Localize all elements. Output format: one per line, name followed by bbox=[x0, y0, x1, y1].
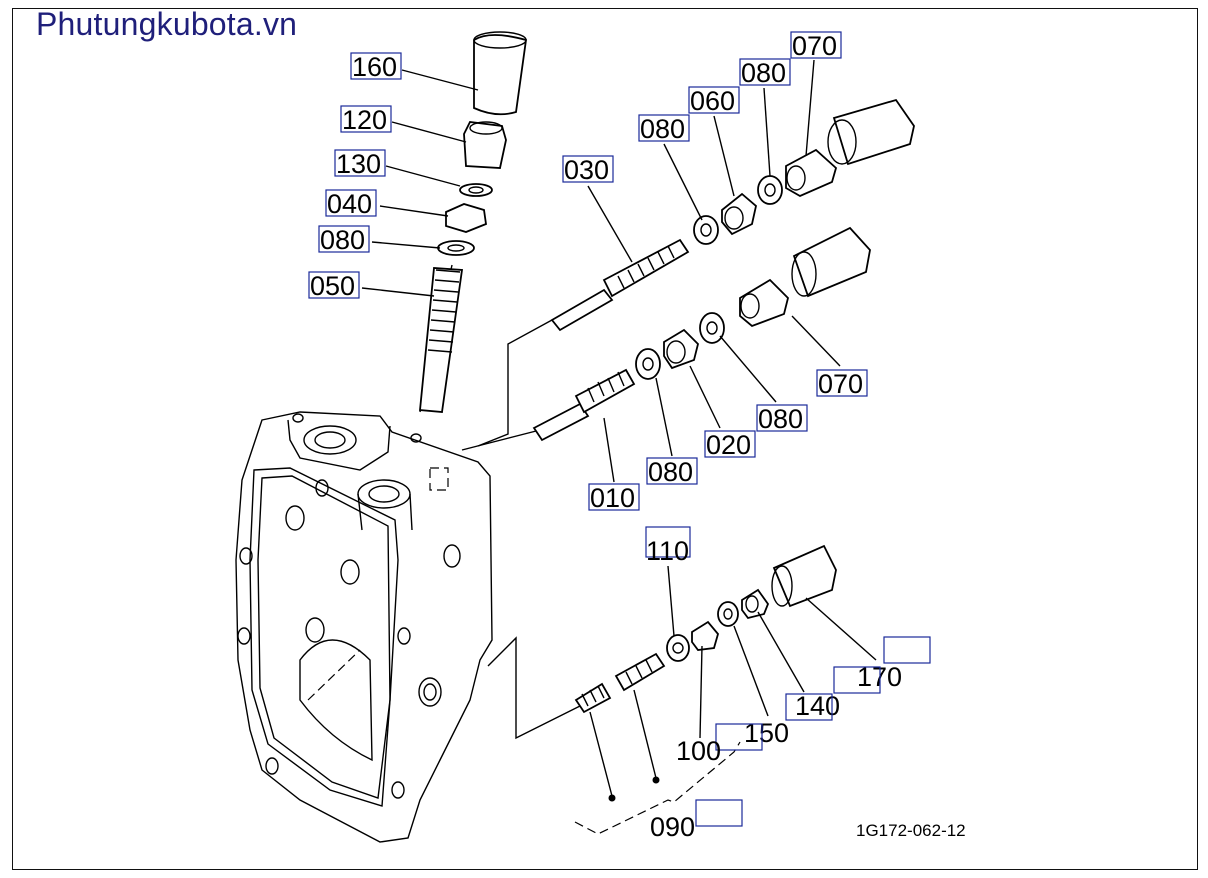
callout-080: 080 bbox=[640, 114, 685, 144]
callout-080: 080 bbox=[758, 404, 803, 434]
callout-020: 020 bbox=[706, 430, 751, 460]
callout-labels: 160 120 130 040 080 050 030 080 060 080 … bbox=[308, 31, 931, 842]
callout-080: 080 bbox=[741, 58, 786, 88]
callout-050: 050 bbox=[310, 271, 355, 301]
upper-assembly bbox=[550, 98, 915, 332]
callout-010: 010 bbox=[590, 483, 635, 513]
drawing-frame bbox=[12, 8, 1198, 870]
callout-080: 080 bbox=[648, 457, 693, 487]
valve-housing bbox=[235, 411, 493, 843]
callout-070: 070 bbox=[818, 369, 863, 399]
callout-030: 030 bbox=[564, 155, 609, 185]
callout-140: 140 bbox=[795, 691, 840, 721]
callout-150: 150 bbox=[744, 718, 789, 748]
callout-100: 100 bbox=[676, 736, 721, 766]
callout-080: 080 bbox=[320, 225, 365, 255]
callout-160: 160 bbox=[352, 52, 397, 82]
callout-070: 070 bbox=[792, 31, 837, 61]
middle-assembly bbox=[532, 226, 871, 442]
callout-090: 090 bbox=[650, 812, 695, 842]
lower-assembly bbox=[574, 544, 837, 802]
callout-130: 130 bbox=[336, 149, 381, 179]
watermark: Phutungkubota.vn bbox=[36, 6, 298, 42]
callout-leaders bbox=[361, 59, 877, 739]
vertical-stack bbox=[419, 31, 527, 413]
callout-120: 120 bbox=[342, 105, 387, 135]
callout-040: 040 bbox=[327, 189, 372, 219]
callout-060: 060 bbox=[690, 86, 735, 116]
callout-110: 110 bbox=[646, 536, 689, 566]
drawing-code: 1G172-062-12 bbox=[856, 821, 966, 840]
